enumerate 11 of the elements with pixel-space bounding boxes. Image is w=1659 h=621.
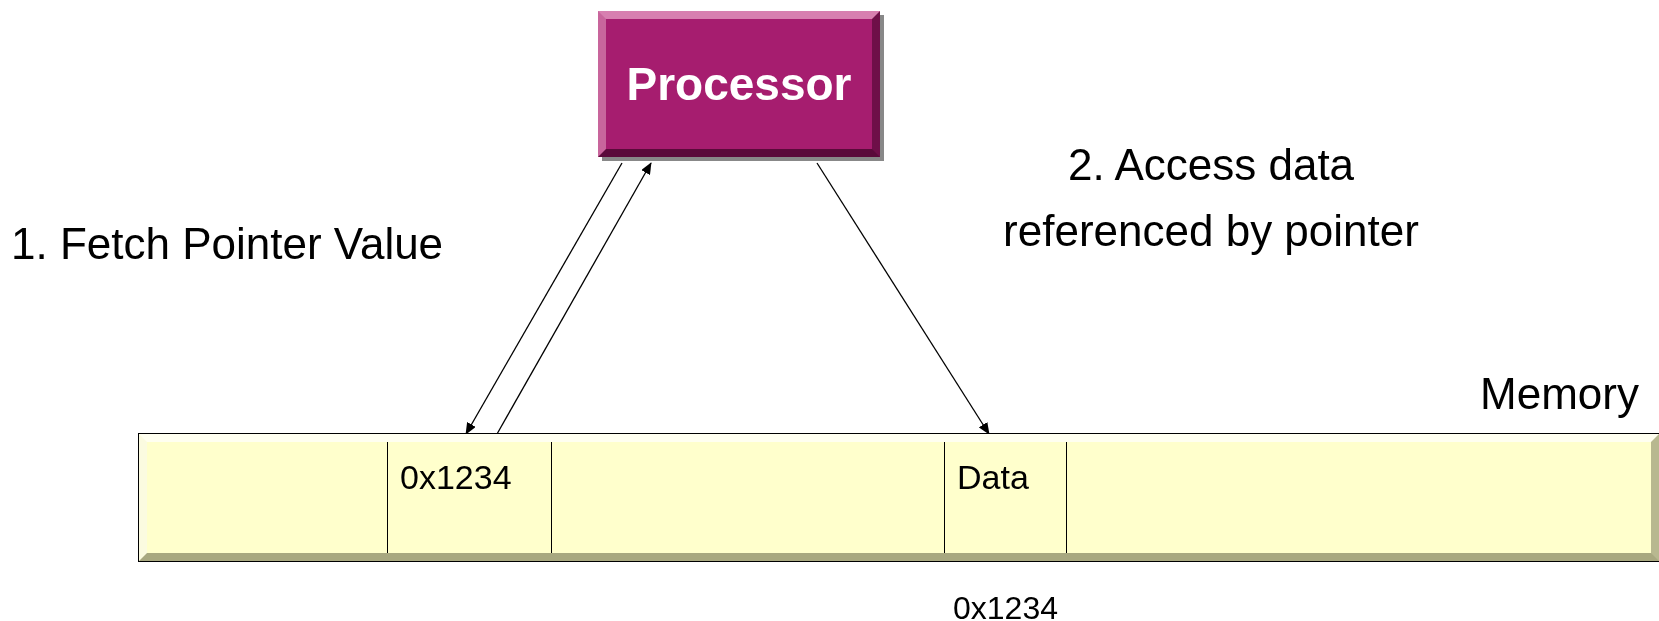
memory-heading: Memory [1480, 372, 1639, 416]
memory-cell [551, 442, 944, 553]
memory-cell [387, 442, 551, 553]
memory-cell [1066, 442, 1651, 553]
step-label: 1. Fetch Pointer Value [11, 222, 444, 266]
address-label: 0x1234 [952, 592, 1059, 621]
memory-cell [147, 442, 388, 553]
cell-text: 0x1234 [400, 460, 512, 494]
processor-label: Processor [626, 61, 852, 107]
step-label: 2. Access data referenced by pointer [1002, 139, 1420, 257]
cell-text: Data [957, 460, 1029, 494]
